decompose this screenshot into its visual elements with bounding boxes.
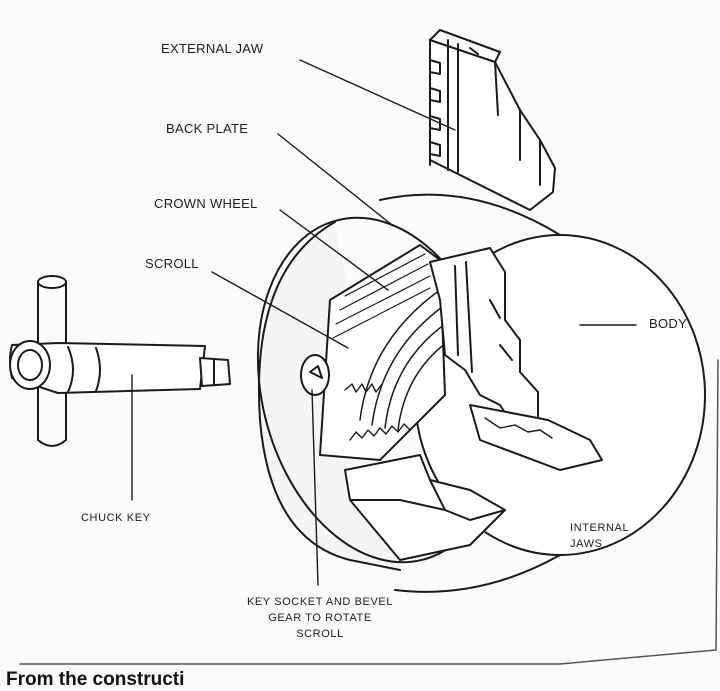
external-jaw-drawing bbox=[429, 29, 556, 211]
leader-scroll bbox=[211, 271, 349, 349]
chuck-body-drawing bbox=[256, 193, 706, 593]
back-plate-label: BACK PLATE bbox=[166, 121, 249, 136]
key-socket-label: KEY SOCKET AND BEVEL GEAR TO ROTATE SCRO… bbox=[215, 594, 425, 642]
leader-back-plate bbox=[277, 133, 393, 226]
internal-jaws-line1: INTERNAL bbox=[570, 522, 630, 534]
leader-key-socket bbox=[311, 389, 319, 586]
body-label: BODY bbox=[649, 316, 688, 331]
chuck-key-label: CHUCK KEY bbox=[81, 512, 151, 524]
key-socket-line3: SCROLL bbox=[296, 628, 344, 640]
external-jaw-label: EXTERNAL JAW bbox=[161, 41, 264, 56]
scroll-label: SCROLL bbox=[145, 256, 199, 271]
key-socket-line1: KEY SOCKET AND BEVEL bbox=[246, 596, 394, 608]
internal-jaws-label: INTERNAL JAWS bbox=[570, 520, 629, 552]
leader-external-jaw bbox=[299, 59, 456, 131]
internal-jaws-line2: JAWS bbox=[570, 538, 603, 550]
key-socket-line2: GEAR TO ROTATE bbox=[268, 612, 372, 624]
page-caption: From the constructi bbox=[6, 669, 185, 690]
crown-wheel-label: CROWN WHEEL bbox=[154, 196, 258, 211]
leader-crown-wheel bbox=[279, 209, 389, 291]
leader-lines bbox=[131, 59, 637, 586]
page-border bbox=[19, 359, 719, 665]
chuck-key-drawing bbox=[9, 275, 231, 447]
